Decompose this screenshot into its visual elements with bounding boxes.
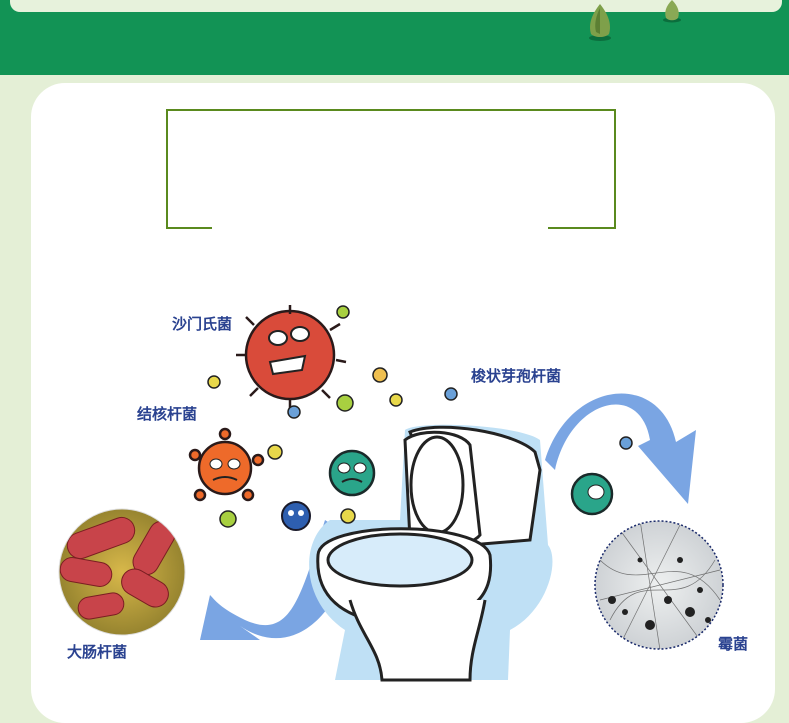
- ecoli-photo: [59, 509, 185, 635]
- title-frame-bottom-right: [548, 227, 616, 229]
- germ-illustration: [58, 305, 724, 682]
- teal-germ-center: [328, 449, 376, 497]
- title-frame-top: [166, 109, 614, 111]
- header-banner: [0, 0, 789, 75]
- title-frame-right: [614, 109, 616, 228]
- label-mold: 霉菌: [718, 636, 749, 653]
- salmonella-germ: [236, 305, 347, 408]
- small-germs: [207, 305, 633, 528]
- title-frame-bottom-left: [166, 227, 212, 229]
- title-frame-left: [166, 109, 168, 228]
- mold-photo: [595, 521, 723, 649]
- blue-germ: [281, 501, 311, 531]
- label-tuberculosis: 结核杆菌: [137, 406, 198, 423]
- toilet-icon: [316, 425, 542, 682]
- label-salmonella: 沙门氏菌: [172, 316, 233, 333]
- teal-germ-right: [570, 472, 614, 516]
- right-arrow: [545, 393, 696, 504]
- label-ecoli: 大肠杆菌: [67, 644, 128, 661]
- header-inner-panel: [10, 0, 782, 12]
- tuberculosis-germ: [188, 427, 265, 502]
- label-bacillus: 梭状芽孢杆菌: [471, 368, 562, 385]
